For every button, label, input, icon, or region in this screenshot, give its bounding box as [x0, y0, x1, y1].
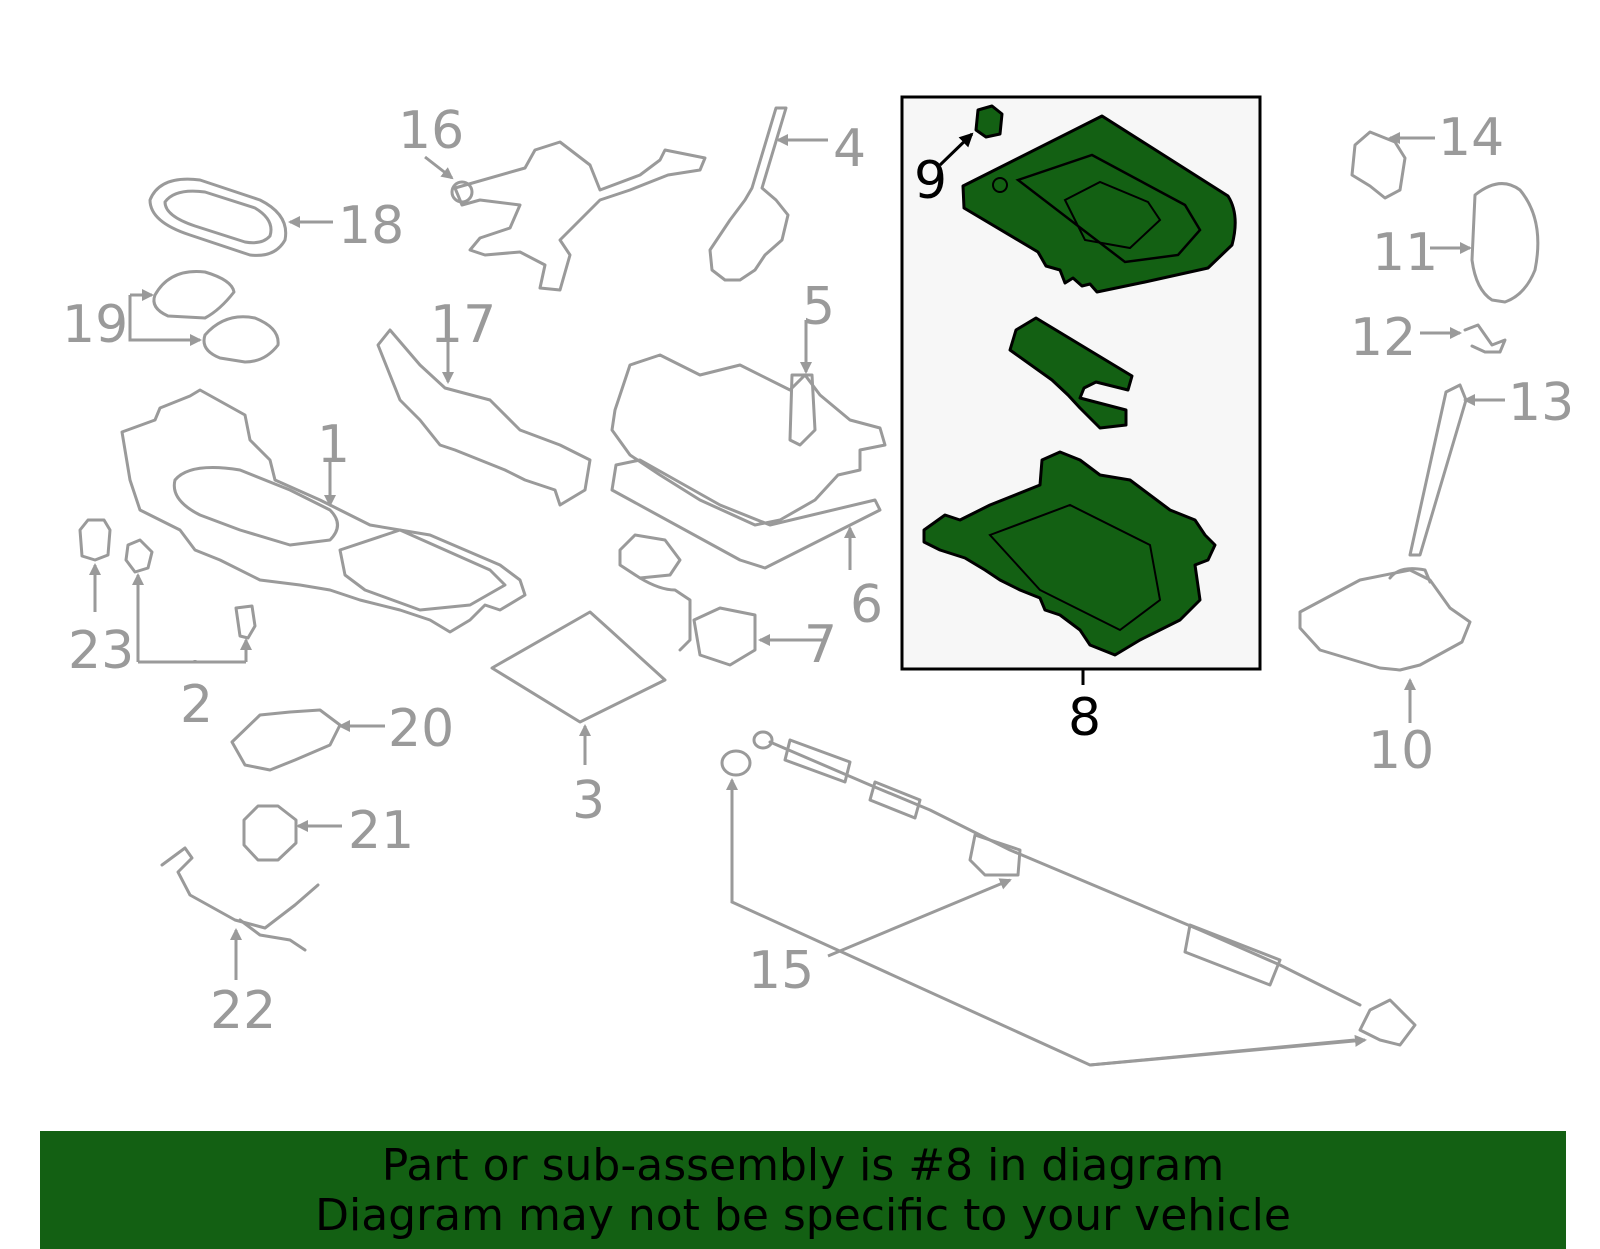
part-10[interactable]: [1298, 567, 1472, 723]
part-20[interactable]: [230, 708, 385, 772]
part-5[interactable]: [610, 320, 887, 527]
footer-banner: Part or sub-assembly is #8 in diagram Di…: [40, 1131, 1566, 1249]
footer-line-1: Part or sub-assembly is #8 in diagram: [381, 1140, 1225, 1191]
part-9-clip[interactable]: [974, 104, 1004, 139]
callout-3: 3: [572, 771, 605, 831]
part-18[interactable]: [148, 177, 333, 257]
part-17[interactable]: [376, 328, 592, 507]
callout-4: 4: [833, 119, 866, 179]
callout-15: 15: [748, 941, 814, 1001]
part-12[interactable]: [1420, 323, 1507, 354]
callout-9: 9: [914, 151, 947, 211]
part-11[interactable]: [1430, 182, 1540, 304]
part-23[interactable]: [78, 518, 112, 612]
callout-10: 10: [1368, 721, 1434, 781]
callout-13: 13: [1508, 373, 1574, 433]
callout-18: 18: [338, 196, 404, 256]
callout-12: 12: [1350, 308, 1416, 368]
part-16[interactable]: [424, 140, 707, 292]
callout-20: 20: [388, 699, 454, 759]
part-7[interactable]: [618, 533, 823, 667]
part-14[interactable]: [1350, 130, 1435, 200]
callout-1: 1: [317, 415, 350, 475]
part-3[interactable]: [490, 610, 667, 765]
part-13[interactable]: [1408, 383, 1505, 557]
part-15[interactable]: [720, 730, 1417, 1067]
callout-23: 23: [68, 621, 134, 681]
callout-2: 2: [180, 675, 213, 735]
callout-5: 5: [802, 277, 835, 337]
part-8-lower-housing[interactable]: [922, 450, 1217, 657]
part-8-middle-bracket[interactable]: [1008, 316, 1134, 430]
callout-21: 21: [348, 801, 414, 861]
callout-19: 19: [62, 295, 128, 355]
callout-6: 6: [850, 575, 883, 635]
callout-11: 11: [1372, 223, 1438, 283]
callout-16: 16: [398, 101, 464, 161]
callout-14: 14: [1438, 108, 1504, 168]
callout-17: 17: [430, 295, 496, 355]
part-4[interactable]: [708, 106, 828, 282]
callout-7: 7: [804, 615, 837, 675]
part-21[interactable]: [242, 804, 342, 862]
callout-8: 8: [1068, 688, 1101, 748]
part-8-upper-bezel[interactable]: [961, 114, 1237, 294]
highlight-box-part-8: [900, 95, 1262, 685]
part-2[interactable]: [124, 538, 257, 664]
footer-line-2: Diagram may not be specific to your vehi…: [315, 1190, 1291, 1241]
part-19[interactable]: [128, 269, 280, 364]
part-6[interactable]: [610, 458, 882, 570]
callout-22: 22: [210, 981, 276, 1041]
part-1[interactable]: [120, 388, 527, 634]
part-22[interactable]: [160, 846, 320, 980]
